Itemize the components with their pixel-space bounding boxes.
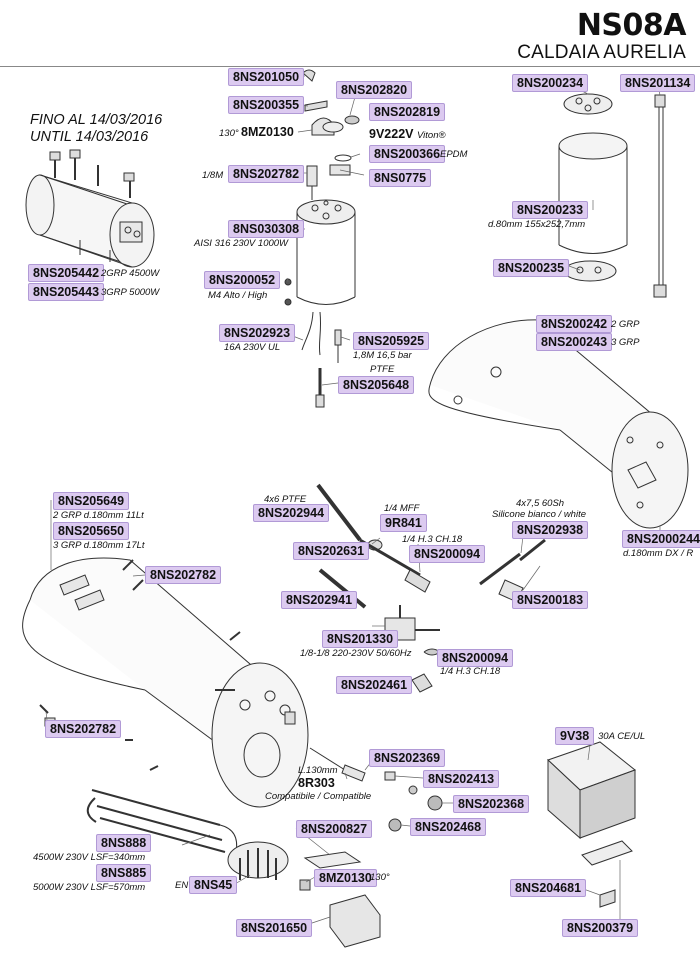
note-30a: 30A CE/UL (598, 731, 646, 742)
note-1-4-h3-a: 1/4 H.3 CH.18 (402, 534, 463, 545)
validity-it: FINO AL 14/03/2016 (30, 112, 163, 128)
part-8NS202413[interactable]: 8NS202413 (423, 770, 500, 788)
part-8NS205443[interactable]: 8NS205443 (28, 283, 105, 301)
note-1-4-mff: 1/4 MFF (384, 503, 420, 514)
part-8NS202820[interactable]: 8NS202820 (336, 81, 413, 99)
note-1-8m-16-5: 1,8M 16,5 bar (353, 350, 412, 361)
part-8MZ0130-a[interactable]: 8MZ0130 (241, 125, 294, 139)
note-130-b: 130° (370, 872, 390, 883)
center-parts-drawing (284, 69, 360, 408)
part-8NS200366[interactable]: 8NS200366 (369, 145, 446, 163)
old-boiler-drawing (25, 149, 155, 268)
note-1-8-220: 1/8-1/8 220-230V 50/60Hz (300, 648, 412, 659)
note-en: EN (175, 880, 189, 891)
part-8NS205925[interactable]: 8NS205925 (353, 332, 430, 350)
part-8NS202938[interactable]: 8NS202938 (512, 521, 589, 539)
solenoid-valve-drawing (316, 483, 546, 693)
part-8NS200243[interactable]: 8NS200243 (536, 333, 613, 351)
note-2grp-11lt: 2 GRP d.180mm 11Lt (53, 510, 144, 521)
lower-tank-drawing (22, 557, 309, 808)
part-8R303[interactable]: 8R303 (298, 776, 335, 790)
note-130-a: 130° (219, 128, 239, 139)
note-viton: Viton® (417, 130, 446, 141)
part-8NS202941[interactable]: 8NS202941 (281, 591, 358, 609)
note-3grp-5000: 3GRP 5000W (101, 287, 160, 298)
part-8NS205442[interactable]: 8NS205442 (28, 264, 105, 282)
part-8NS0775[interactable]: 8NS0775 (369, 169, 432, 187)
tank-liner-drawing (558, 93, 667, 298)
part-8NS201134[interactable]: 8NS201134 (620, 74, 696, 92)
note-ptfe: PTFE (370, 364, 395, 375)
part-8NS202631[interactable]: 8NS202631 (293, 542, 370, 560)
part-8NS201330[interactable]: 8NS201330 (322, 630, 399, 648)
part-8NS200234[interactable]: 8NS200234 (512, 74, 589, 92)
part-8NS201650[interactable]: 8NS201650 (236, 919, 313, 937)
part-8NS200379[interactable]: 8NS200379 (562, 919, 639, 937)
note-4500w-lsf: 4500W 230V LSF=340mm (33, 852, 146, 863)
part-8NS202923[interactable]: 8NS202923 (219, 324, 296, 342)
note-16a: 16A 230V UL (224, 342, 281, 353)
note-d180-dx: d.180mm DX / R (623, 548, 694, 559)
part-8NS201050[interactable]: 8NS201050 (228, 68, 305, 86)
part-8NS200233[interactable]: 8NS200233 (512, 201, 589, 219)
note-epdm: EPDM (440, 149, 468, 160)
part-8NS202468[interactable]: 8NS202468 (410, 818, 487, 836)
big-tank-drawing (428, 319, 689, 529)
part-8NS202368[interactable]: 8NS202368 (453, 795, 530, 813)
heating-element-drawing (86, 789, 289, 880)
part-8NS202782-b[interactable]: 8NS202782 (145, 566, 222, 584)
note-3grp-17lt: 3 GRP d.180mm 17Lt (53, 540, 145, 551)
part-8NS200094-a[interactable]: 8NS200094 (409, 545, 486, 563)
page-code: NS08A (576, 8, 687, 43)
note-compatible: Compatibile / Compatible (265, 791, 372, 802)
note-d80: d.80mm 155x252,7mm (488, 219, 586, 230)
note-4x6-ptfe: 4x6 PTFE (264, 494, 307, 505)
thermostat-drawing (299, 747, 443, 948)
part-8NS200827[interactable]: 8NS200827 (296, 820, 373, 838)
part-8NS888[interactable]: 8NS888 (96, 834, 152, 852)
part-8NS885[interactable]: 8NS885 (96, 864, 152, 882)
part-8NS202782-c[interactable]: 8NS202782 (45, 720, 122, 738)
note-aisi: AISI 316 230V 1000W (194, 238, 289, 249)
part-8NS202461[interactable]: 8NS202461 (336, 676, 413, 694)
page-title: CALDAIA AURELIA (517, 42, 686, 63)
part-9V38[interactable]: 9V38 (555, 727, 595, 745)
note-2grp: 2 GRP (611, 319, 640, 330)
note-3grp: 3 GRP (611, 337, 640, 348)
part-8NS204681[interactable]: 8NS204681 (510, 879, 587, 897)
part-8NS202819[interactable]: 8NS202819 (369, 103, 446, 121)
note-2grp-4500: 2GRP 4500W (101, 268, 160, 279)
part-8MZ0130-b[interactable]: 8MZ0130 (314, 869, 377, 887)
part-8NS200235[interactable]: 8NS200235 (493, 259, 570, 277)
note-m4: M4 Alto / High (208, 290, 268, 301)
part-8NS200183[interactable]: 8NS200183 (512, 591, 589, 609)
header-rule (0, 66, 700, 67)
validity-en: UNTIL 14/03/2016 (30, 129, 149, 145)
part-8NS200052[interactable]: 8NS200052 (204, 271, 281, 289)
note-l130: L.130mm (298, 765, 338, 776)
note-4x7-5: 4x7,5 60Sh (516, 498, 565, 509)
part-8NS205648[interactable]: 8NS205648 (338, 376, 415, 394)
part-8NS200094-b[interactable]: 8NS200094 (437, 649, 514, 667)
part-8NS202944[interactable]: 8NS202944 (253, 504, 330, 522)
part-8NS205649[interactable]: 8NS205649 (53, 492, 130, 510)
part-8NS45[interactable]: 8NS45 (189, 876, 238, 894)
part-8NS200242[interactable]: 8NS200242 (536, 315, 613, 333)
part-9V222V[interactable]: 9V222V (369, 127, 414, 141)
part-8NS200355[interactable]: 8NS200355 (228, 96, 305, 114)
note-1-4-h3-b: 1/4 H.3 CH.18 (440, 666, 501, 677)
part-8NS202369[interactable]: 8NS202369 (369, 749, 446, 767)
part-8NS2000244[interactable]: 8NS2000244 (622, 530, 700, 548)
note-5000w-lsf: 5000W 230V LSF=570mm (33, 882, 146, 893)
note-1-8m: 1/8M (202, 170, 224, 181)
part-8NS205650[interactable]: 8NS205650 (53, 522, 130, 540)
part-8NS202782-a[interactable]: 8NS202782 (228, 165, 305, 183)
relay-drawing (547, 741, 637, 908)
part-9R841[interactable]: 9R841 (380, 514, 427, 532)
part-8NS030308[interactable]: 8NS030308 (228, 220, 305, 238)
note-silicone: Silicone bianco / white (492, 509, 586, 520)
